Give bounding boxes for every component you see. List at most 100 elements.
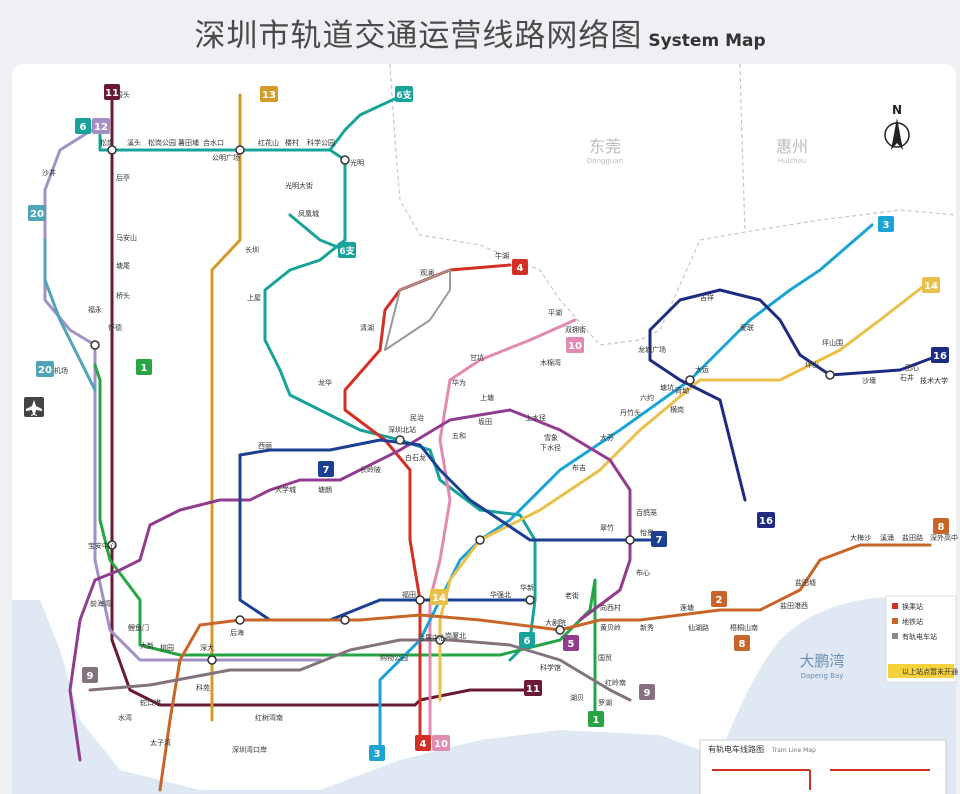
line-badge[interactable]: 9: [82, 667, 98, 683]
station-gangxia-north[interactable]: [435, 635, 445, 645]
legend: 换乘站 地铁站 有轨电车站 以上站点暂未开通: [885, 595, 958, 683]
region-huizhou-en: Huizhou: [778, 157, 806, 165]
station-label: 大剧院: [545, 618, 566, 627]
station-label: 大芬: [600, 433, 614, 442]
line-5[interactable]: [68, 408, 632, 762]
tram-inset: 有轨电车线路图 Tram Line Map: [699, 739, 947, 794]
compass-icon: N: [884, 103, 910, 150]
station-label: 塘尾: [116, 261, 130, 270]
line-badge[interactable]: 10: [432, 735, 450, 751]
line-badge[interactable]: 4: [415, 735, 431, 751]
station-label: 坂田: [478, 417, 492, 426]
station-label: 碧头: [116, 90, 130, 99]
line-2-8[interactable]: [558, 543, 932, 632]
station-label: 吉祥: [700, 293, 714, 302]
line-badge[interactable]: 4: [512, 259, 528, 275]
line-badge[interactable]: 1: [588, 711, 604, 727]
line-6-north[interactable]: [98, 93, 405, 152]
legend-warning: 以上站点暂未开通: [902, 667, 958, 676]
line-7-south[interactable]: [238, 453, 532, 622]
station-houhai[interactable]: [235, 615, 245, 625]
line-9[interactable]: [88, 638, 632, 702]
station-shenzhen-north[interactable]: [395, 435, 405, 445]
line-badge[interactable]: 11: [104, 84, 120, 100]
line-badge[interactable]: 5: [563, 635, 579, 651]
station-songgang[interactable]: [107, 145, 117, 155]
station-label: 科苑: [196, 683, 210, 692]
station-label: 会展中心: [418, 633, 446, 642]
line-badge[interactable]: 20: [36, 361, 54, 377]
line-badge[interactable]: 7: [651, 531, 667, 547]
line-badge[interactable]: 14: [430, 589, 448, 605]
line-badge[interactable]: 6支: [338, 242, 356, 258]
line-badge[interactable]: 3: [369, 745, 385, 761]
station-buxin[interactable]: [625, 535, 635, 545]
line-6[interactable]: [263, 148, 537, 662]
station-label: 马安山: [116, 233, 137, 242]
line-badge[interactable]: 3: [878, 216, 894, 232]
line-3[interactable]: [378, 223, 874, 747]
line-6-branch[interactable]: [288, 213, 347, 252]
station-grand-theater[interactable]: [555, 625, 565, 635]
legend-item: 换乘站: [902, 602, 923, 611]
station-label: 红花山: [258, 138, 279, 147]
line-10[interactable]: [428, 318, 577, 742]
line-badge[interactable]: 11: [524, 680, 542, 696]
line-badge[interactable]: 12: [92, 118, 110, 134]
station-huaqiang-north[interactable]: [525, 595, 535, 605]
station-label: 深圳湾口岸: [232, 745, 267, 754]
station-futian[interactable]: [415, 595, 425, 605]
line-badge[interactable]: 16: [931, 347, 949, 363]
line-badge[interactable]: 10: [566, 337, 584, 353]
station-dayun[interactable]: [685, 375, 695, 385]
svg-text:3: 3: [374, 749, 381, 760]
station-label: 深外高中: [930, 533, 958, 542]
line-badge[interactable]: 6支: [395, 86, 413, 102]
line-badge[interactable]: 6: [75, 118, 91, 134]
station-label: 西丽: [258, 442, 272, 450]
station-gongming-square[interactable]: [235, 145, 245, 155]
line-badge[interactable]: 6: [519, 632, 535, 648]
station-guangming[interactable]: [340, 155, 350, 165]
station-label: 五和: [452, 431, 466, 440]
line-badge[interactable]: 2: [711, 591, 727, 607]
line-13[interactable]: [210, 93, 242, 722]
line-badge[interactable]: 9: [639, 684, 655, 700]
svg-text:6: 6: [80, 122, 87, 133]
line-20[interactable]: [43, 238, 97, 392]
station-label: 梧桐山南: [730, 623, 758, 632]
line-badge[interactable]: 1: [136, 359, 152, 375]
line-11[interactable]: [110, 98, 542, 707]
line-badge[interactable]: 13: [260, 86, 278, 102]
station-fuyong[interactable]: [90, 340, 100, 350]
line-2[interactable]: [158, 613, 562, 792]
station-label: 松岗: [100, 138, 114, 147]
station-baoan-center[interactable]: [107, 540, 117, 550]
svg-text:9: 9: [87, 671, 94, 682]
station-label: 松岗公园: [148, 138, 176, 147]
svg-text:11: 11: [526, 684, 540, 695]
station-pingshan[interactable]: [825, 370, 835, 380]
region-dongguan: 东莞: [589, 137, 621, 156]
line-16[interactable]: [648, 288, 942, 502]
line-7[interactable]: [238, 438, 662, 542]
line-badge[interactable]: 8: [933, 518, 949, 534]
line-badge[interactable]: 7: [318, 461, 334, 477]
svg-text:8: 8: [938, 522, 945, 533]
station-label: 盐田墟: [795, 578, 816, 587]
tram-line[interactable]: [712, 769, 930, 790]
station-bagualing[interactable]: [475, 535, 485, 545]
svg-text:3: 3: [883, 220, 890, 231]
station-chegongmiao[interactable]: [340, 615, 350, 625]
station-label: 公明广场: [212, 153, 240, 162]
line-badge[interactable]: 16: [757, 512, 775, 528]
line-badge[interactable]: 14: [922, 277, 940, 293]
line-14[interactable]: [438, 283, 927, 702]
station-shenda[interactable]: [207, 655, 217, 665]
line-badge[interactable]: 20: [28, 205, 46, 221]
svg-text:7: 7: [656, 535, 663, 546]
line-badge[interactable]: 8: [734, 635, 750, 651]
station-label: 大梅沙: [850, 533, 871, 542]
